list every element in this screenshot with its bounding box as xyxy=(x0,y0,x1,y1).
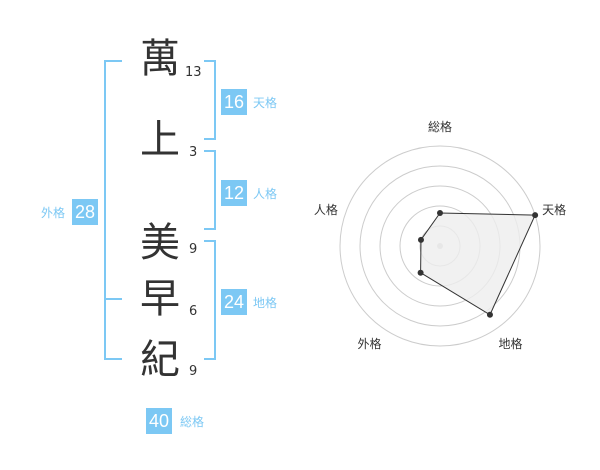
jinkaku-bracket-bottom xyxy=(204,228,216,230)
radar-axis-label: 人格 xyxy=(314,202,338,217)
tenkaku-bracket-top xyxy=(204,60,216,62)
tenkaku-label: 天格 xyxy=(253,96,278,110)
gaikaku-label: 外格 xyxy=(41,206,66,220)
stroke-count-2: 3 xyxy=(189,145,198,160)
radar-ring xyxy=(339,145,541,347)
jinkaku-label: 人格 xyxy=(253,187,278,201)
soukaku-value: 40 xyxy=(146,408,172,434)
radar-axis-label: 天格 xyxy=(542,202,566,217)
radar-point xyxy=(437,210,443,216)
stroke-count-4: 6 xyxy=(189,304,198,319)
radar-point xyxy=(486,311,493,318)
radar-point xyxy=(417,269,424,276)
stroke-count-3: 9 xyxy=(189,242,198,257)
name-char-3: 美 xyxy=(140,220,180,266)
jinkaku-value: 12 xyxy=(221,180,247,206)
name-char-2: 上 xyxy=(140,117,180,163)
gaikaku-value: 28 xyxy=(72,199,98,225)
radar-axis-label: 地格 xyxy=(499,336,523,351)
name-char-1: 萬 xyxy=(140,36,180,82)
jinkaku-bracket-top xyxy=(204,150,216,152)
tenkaku-bracket-side xyxy=(214,60,216,140)
soukaku-label: 総格 xyxy=(180,415,205,429)
radar-polygon xyxy=(420,212,536,316)
chikaku-bracket-side xyxy=(214,240,216,360)
chikaku-bracket-bottom xyxy=(204,358,216,360)
gaikaku-bracket-mid xyxy=(104,298,122,300)
name-char-5: 紀 xyxy=(140,337,180,383)
radar-point xyxy=(417,236,424,243)
stroke-count-5: 9 xyxy=(189,364,198,379)
chikaku-label: 地格 xyxy=(253,296,278,310)
tenkaku-value: 16 xyxy=(221,89,247,115)
radar-axis-label: 外格 xyxy=(357,336,381,351)
gaikaku-bracket-side xyxy=(104,60,106,360)
jinkaku-bracket-side xyxy=(214,150,216,230)
tenkaku-bracket-bottom xyxy=(204,138,216,140)
stroke-count-1: 13 xyxy=(185,65,202,80)
gaikaku-bracket-bottom xyxy=(104,358,122,360)
radar-point xyxy=(532,212,539,219)
chikaku-value: 24 xyxy=(221,289,247,315)
name-char-4: 早 xyxy=(140,276,180,322)
gaikaku-bracket-top xyxy=(104,60,122,62)
radar-axis-label: 総格 xyxy=(428,119,452,134)
chikaku-bracket-top xyxy=(204,240,216,242)
